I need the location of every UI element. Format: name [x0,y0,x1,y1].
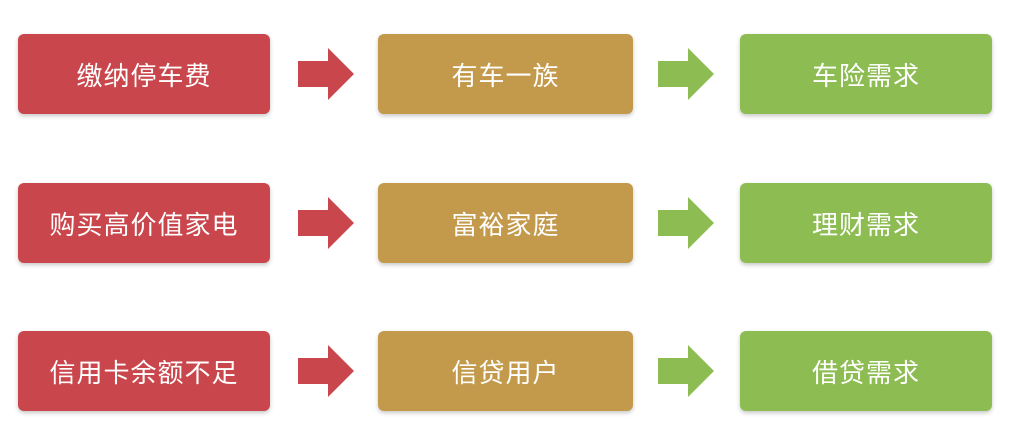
segment-box-1: 有车一族 [378,34,633,114]
flow-row-3: 信用卡余额不足 信贷用户 借贷需求 [0,331,1024,411]
right-arrow-icon [658,197,714,249]
right-arrow-icon [298,197,354,249]
right-arrow-icon [658,48,714,100]
right-arrow-icon [298,345,354,397]
flow-row-2: 购买高价值家电 富裕家庭 理财需求 [0,183,1024,263]
segment-box-3: 信贷用户 [378,331,633,411]
cause-box-2: 购买高价值家电 [18,183,270,263]
need-box-3: 借贷需求 [740,331,992,411]
cause-box-3: 信用卡余额不足 [18,331,270,411]
cause-box-1: 缴纳停车费 [18,34,270,114]
flow-row-1: 缴纳停车费 有车一族 车险需求 [0,34,1024,114]
need-box-2: 理财需求 [740,183,992,263]
segment-box-2: 富裕家庭 [378,183,633,263]
right-arrow-icon [658,345,714,397]
right-arrow-icon [298,48,354,100]
need-box-1: 车险需求 [740,34,992,114]
